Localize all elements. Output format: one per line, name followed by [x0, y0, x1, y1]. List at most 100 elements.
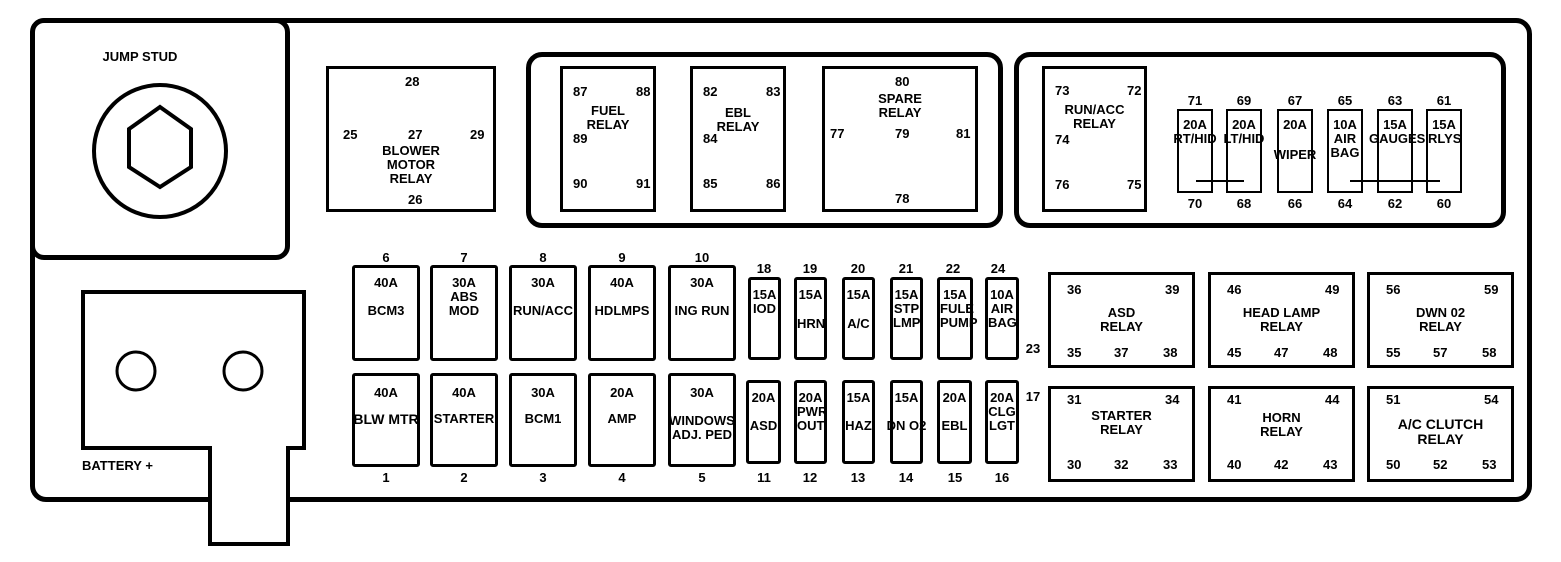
jump-stud-icon — [92, 83, 228, 219]
fuse-label: ASD — [749, 418, 778, 433]
fuse-13: 15A HAZ — [842, 380, 875, 464]
pin-73: 73 — [1055, 83, 1070, 98]
relay-ac-clutch: 51 54 A/C CLUTCH RELAY 50 52 53 — [1367, 386, 1514, 482]
fuse-number: 2 — [460, 470, 468, 485]
fuse-number: 4 — [618, 470, 626, 485]
pin-35: 35 — [1067, 345, 1082, 360]
relay-spare: 80 SPARE RELAY 77 79 81 78 — [822, 66, 978, 212]
fuse-16: 20A CLG LGT — [985, 380, 1019, 464]
fuse-label: GAUGES — [1369, 131, 1426, 146]
pin-32: 32 — [1114, 457, 1129, 472]
fuse-number: 12 — [802, 470, 818, 485]
fuse-label: IOD — [752, 301, 777, 316]
relay-head-lamp: 46 49 HEAD LAMP RELAY 45 47 48 — [1208, 272, 1355, 368]
pin-45: 45 — [1227, 345, 1242, 360]
fuse-label: BCM3 — [367, 303, 405, 318]
fuse-label: EBL — [941, 418, 968, 433]
jump-stud-panel — [30, 18, 290, 260]
pin-number: 66 — [1287, 196, 1303, 211]
pin-86: 86 — [766, 176, 781, 191]
relay-label: HEAD LAMP RELAY — [1242, 305, 1321, 334]
fuse-number: 21 — [898, 261, 914, 276]
pin-41: 41 — [1227, 392, 1242, 407]
battery-label: BATTERY + — [82, 458, 153, 473]
fuse-number: 7 — [460, 250, 468, 265]
fuse-1: 40A BLW MTR — [352, 373, 420, 467]
relay-asd: 36 39 ASD RELAY 35 37 38 — [1048, 272, 1195, 368]
fuse-rating: 40A — [374, 385, 398, 400]
fuse-6: 40A BCM3 — [352, 265, 420, 361]
relay-label: SPARE RELAY — [878, 91, 922, 120]
pin-number: 60 — [1436, 196, 1452, 211]
fuse-14: 15A DN O2 — [887, 380, 926, 464]
fuse-7: 30A ABS MOD — [430, 265, 498, 361]
bolt-icon — [115, 350, 157, 392]
fuse-label: RUN/ACC — [513, 303, 573, 318]
fuse-rating: 30A — [690, 275, 714, 290]
fuse-number: 5 — [698, 470, 706, 485]
fuse-rating: 20A — [610, 385, 634, 400]
relay-fuel: 87 88 FUEL RELAY 89 90 91 — [560, 66, 656, 212]
pin-52: 52 — [1433, 457, 1448, 472]
fuse-number: 10 — [694, 250, 710, 265]
fuse-rating: 40A — [452, 385, 476, 400]
pin-42: 42 — [1274, 457, 1289, 472]
fuse-rating: 30A — [452, 275, 476, 290]
fuse-label: CLG LGT — [988, 404, 1016, 433]
pin-44: 44 — [1325, 392, 1340, 407]
pin-40: 40 — [1227, 457, 1242, 472]
fuse-rating: 30A — [531, 275, 555, 290]
pin-74: 74 — [1055, 132, 1070, 147]
pin-31: 31 — [1067, 392, 1082, 407]
fuse-number: 13 — [850, 470, 866, 485]
fuse-label: PWR OUT — [797, 404, 828, 433]
pin-91: 91 — [636, 176, 651, 191]
fuse-number: 15 — [947, 470, 963, 485]
fuse-rating: 20A — [798, 390, 823, 405]
pin-number: 67 — [1287, 93, 1303, 108]
pin-number: 64 — [1337, 196, 1353, 211]
pin-78: 78 — [895, 191, 910, 206]
fuse-9: 40A HDLMPS — [588, 265, 656, 361]
fuse-number: 9 — [618, 250, 626, 265]
pin-89: 89 — [573, 131, 588, 146]
pin-29: 29 — [470, 127, 485, 142]
pin-90: 90 — [573, 176, 588, 191]
battery-cable-lug — [208, 446, 290, 546]
pin-82: 82 — [703, 84, 718, 99]
fuse-number: 24 — [990, 261, 1006, 276]
fuse-rating: 20A — [1232, 117, 1256, 132]
fuse-rating: 20A — [1283, 117, 1307, 132]
pin-39: 39 — [1165, 282, 1180, 297]
pin-56: 56 — [1386, 282, 1401, 297]
fuse-3: 30A BCM1 — [509, 373, 577, 467]
fuse-number: 22 — [945, 261, 961, 276]
fuse-12: 20A PWR OUT — [794, 380, 827, 464]
pin-72: 72 — [1127, 83, 1142, 98]
fuse-rating: 15A — [1432, 117, 1456, 132]
fuse-18: 15A IOD — [748, 277, 781, 360]
pin-26: 26 — [408, 192, 423, 207]
pin-88: 88 — [636, 84, 651, 99]
relay-horn: 41 44 HORN RELAY 40 42 43 — [1208, 386, 1355, 482]
pin-36: 36 — [1067, 282, 1082, 297]
fuse-label: AIR BAG — [988, 301, 1017, 330]
fuse-label: WINDOWS ADJ. PED — [669, 413, 735, 442]
pin-number: 63 — [1387, 93, 1403, 108]
fuse-rating: 15A — [846, 390, 871, 405]
pin-34: 34 — [1165, 392, 1180, 407]
fuse-label: FULE PUMP — [940, 301, 978, 330]
bolt-icon — [222, 350, 264, 392]
fuse-rating: 20A — [990, 390, 1014, 405]
fuse-label: WIPER — [1273, 147, 1317, 162]
pin-48: 48 — [1323, 345, 1338, 360]
fuse-11: 20A ASD — [746, 380, 781, 464]
relay-label: HORN RELAY — [1260, 410, 1303, 439]
fuse-15: 20A EBL — [937, 380, 972, 464]
pin-55: 55 — [1386, 345, 1401, 360]
fuse-label: AMP — [607, 411, 637, 426]
fuse-65-64: 10A AIR BAG — [1327, 109, 1363, 193]
pin-38: 38 — [1163, 345, 1178, 360]
